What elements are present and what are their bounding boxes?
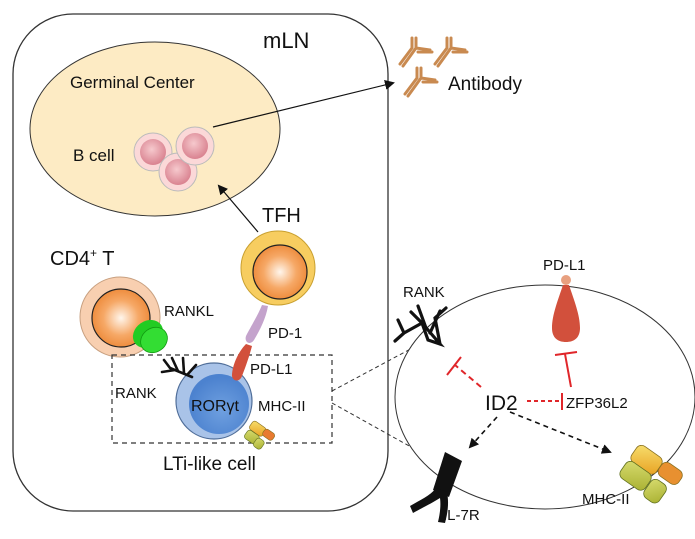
rank-left-label: RANK xyxy=(115,385,157,402)
lti-like-cell-box xyxy=(111,354,333,444)
zoom-connector-bottom xyxy=(331,402,421,453)
id2-label: ID2 xyxy=(485,392,518,415)
mhc-ii-left-label: MHC-II xyxy=(258,398,306,415)
id2-inhibits-zfp36l2 xyxy=(527,393,563,410)
pd1-receptor xyxy=(245,305,268,343)
pdl1-left-label: PD-L1 xyxy=(250,361,293,378)
b-cell-cluster xyxy=(133,126,215,192)
mhc-ii-right-label: MHC-II xyxy=(582,491,630,508)
cd4-t-label: CD4+ T xyxy=(50,246,114,270)
il7r-label: IL-7R xyxy=(443,507,480,524)
mln-region xyxy=(12,13,389,512)
lti-like-cell-label: LTi-like cell xyxy=(163,454,256,475)
pdl1-ligand-left xyxy=(232,344,252,381)
pdl1-ligand-right xyxy=(552,275,580,342)
zfp36l2-label: ZFP36L2 xyxy=(566,395,628,412)
tfh-help-arrow xyxy=(217,184,259,233)
il7r-receptor xyxy=(410,452,462,523)
antibody-icon xyxy=(398,36,469,98)
b-cell-label: B cell xyxy=(73,146,115,165)
rank-receptor-right xyxy=(393,304,448,348)
germinal-center xyxy=(29,41,281,217)
rankl-label: RANKL xyxy=(164,303,214,320)
antibody-production-arrow xyxy=(212,80,395,128)
germinal-center-label: Germinal Center xyxy=(70,73,195,92)
pd1-label: PD-1 xyxy=(268,325,302,342)
rank-receptor-left xyxy=(160,356,198,379)
antibody-label: Antibody xyxy=(448,74,522,95)
zoom-connector-top xyxy=(331,344,419,392)
rankl-ligand xyxy=(132,319,168,354)
rank-right-label: RANK xyxy=(403,284,445,301)
zfp36l2-inhibits-pdl1 xyxy=(554,351,578,388)
mhc-ii-right xyxy=(619,444,683,504)
pdl1-right-label: PD-L1 xyxy=(543,257,586,274)
tfh-label: TFH xyxy=(262,205,301,227)
id2-promotes-il7r xyxy=(468,416,498,449)
lti-cell xyxy=(175,362,253,440)
mhc-ii-left xyxy=(244,420,275,450)
mln-label: mLN xyxy=(263,28,309,53)
id2-inhibits-rank xyxy=(446,356,482,388)
tfh-cell xyxy=(240,230,316,306)
lti-cell-detail xyxy=(394,284,695,510)
rorgt-label: RORγt xyxy=(191,398,240,415)
